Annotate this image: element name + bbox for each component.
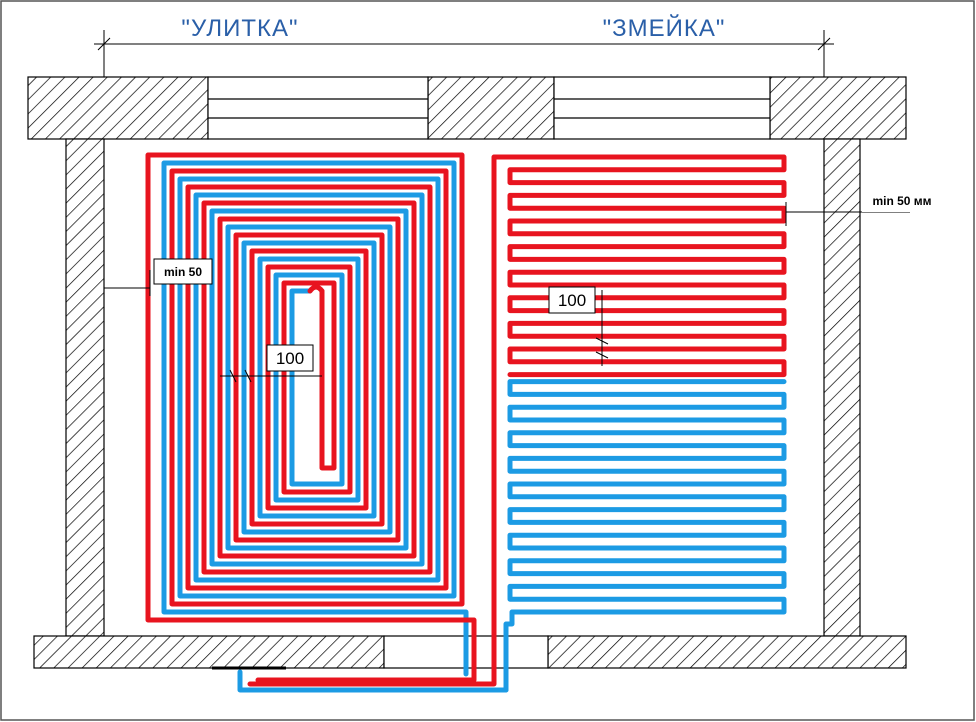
min-offset-right-label: min 50 мм (872, 194, 931, 208)
min-offset-left-label: min 50 (164, 265, 202, 279)
serpentine-return-feed (237, 669, 509, 693)
serpentine-spacing-label: 100 (558, 291, 586, 310)
wall-bottom-right (547, 635, 907, 669)
wall-right (823, 138, 861, 637)
serpentine-supply-pipe (491, 154, 787, 671)
spiral-return-pipe (161, 160, 469, 677)
window-left (207, 76, 429, 140)
serpentine-spacing-annotation: 100 (548, 286, 609, 366)
wall-top-middle (427, 76, 555, 140)
wall-top-right (769, 76, 907, 140)
serpentine-circuit (237, 154, 787, 693)
serpentine-title: "ЗМЕЙКА" (603, 14, 726, 42)
serpentine-return-pipe (503, 379, 787, 693)
spiral-supply-pipe (145, 152, 477, 683)
spiral-spacing-label: 100 (276, 349, 304, 368)
window-right (553, 76, 771, 140)
wall-top-left (27, 76, 209, 140)
walls (27, 76, 907, 669)
wall-bottom-left (33, 635, 385, 669)
spiral-circuit (145, 152, 477, 683)
min-offset-right-annotation: min 50 мм (785, 190, 942, 226)
min-offset-left-annotation: min 50 (103, 258, 213, 296)
spiral-title: "УЛИТКА" (181, 15, 298, 42)
spiral-center-turn (307, 284, 325, 294)
spiral-spacing-annotation: 100 (220, 344, 322, 383)
serpentine-supply-feed (247, 665, 497, 687)
wall-left (65, 138, 105, 637)
